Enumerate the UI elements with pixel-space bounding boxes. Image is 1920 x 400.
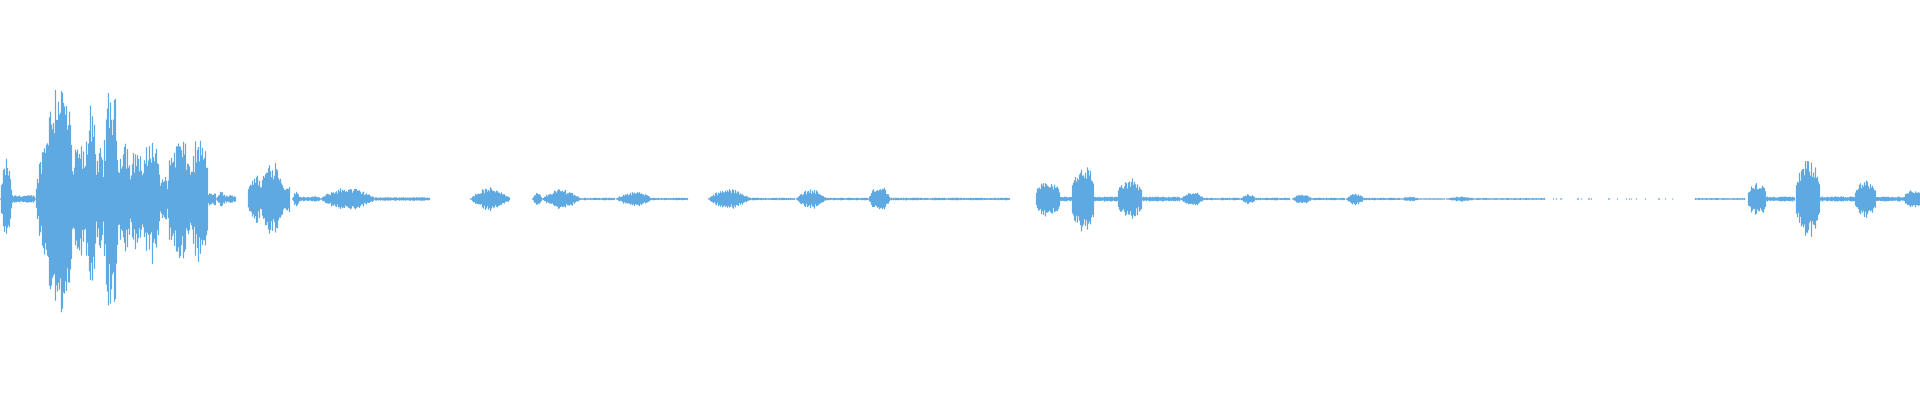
waveform-trace (0, 90, 1920, 313)
waveform-bars (0, 90, 1920, 313)
